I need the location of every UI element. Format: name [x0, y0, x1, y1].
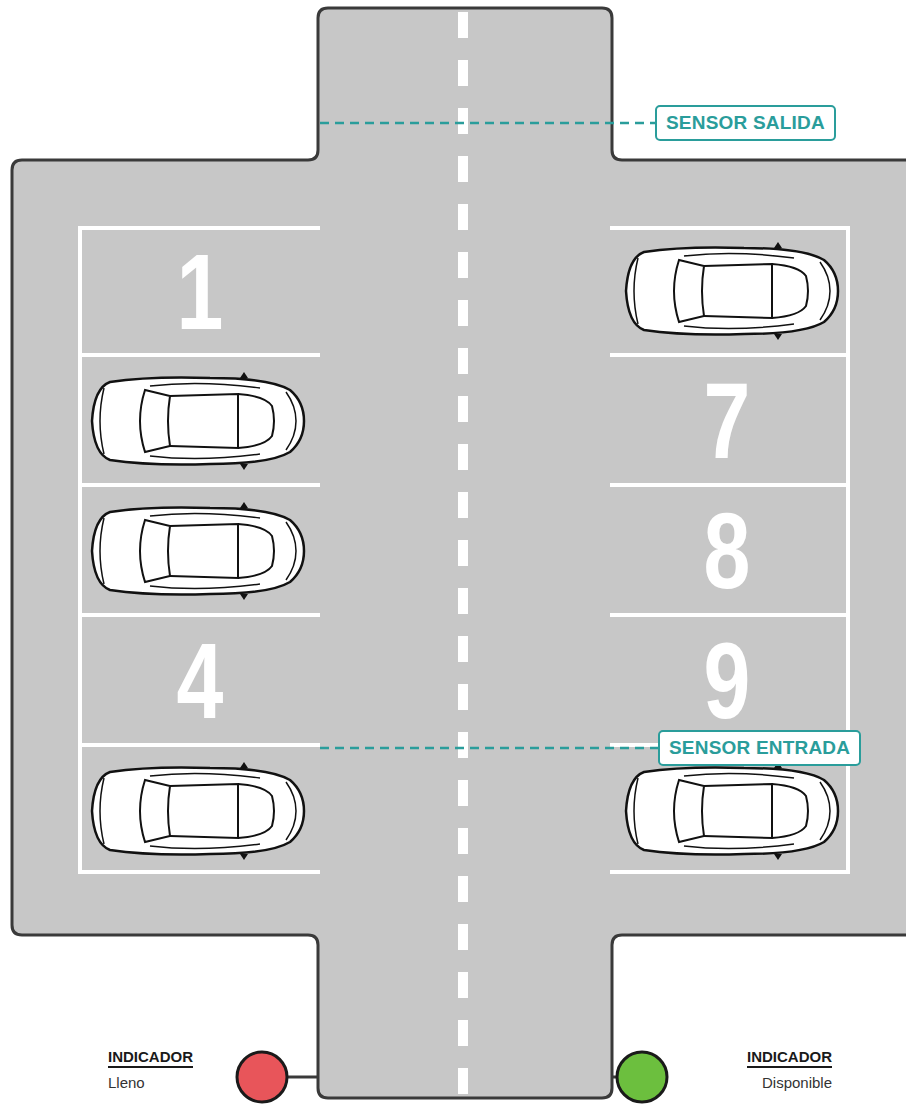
sensor-label-box: SENSOR SALIDA	[655, 105, 836, 141]
indicator-light: INDICADOR Disponible	[614, 1040, 836, 1104]
sensor-name: SENSOR SALIDA	[666, 112, 825, 134]
indicator-title: INDICADOR	[108, 1048, 193, 1068]
indicator-state: Disponible	[762, 1074, 832, 1091]
sensor-name: SENSOR ENTRADA	[669, 737, 850, 759]
space-number: 7	[704, 367, 751, 475]
space-number: 4	[177, 627, 224, 735]
space-number: 1	[177, 238, 224, 346]
indicator-lamp	[232, 1047, 292, 1106]
space-number: 8	[704, 497, 751, 605]
indicator-state: Lleno	[108, 1074, 145, 1091]
sensor-label-box: SENSOR ENTRADA	[658, 730, 861, 766]
indicator-light: INDICADOR Lleno	[100, 1040, 290, 1104]
indicator-lamp	[612, 1047, 672, 1106]
space-number: 9	[704, 627, 751, 735]
indicator-title: INDICADOR	[747, 1048, 832, 1068]
